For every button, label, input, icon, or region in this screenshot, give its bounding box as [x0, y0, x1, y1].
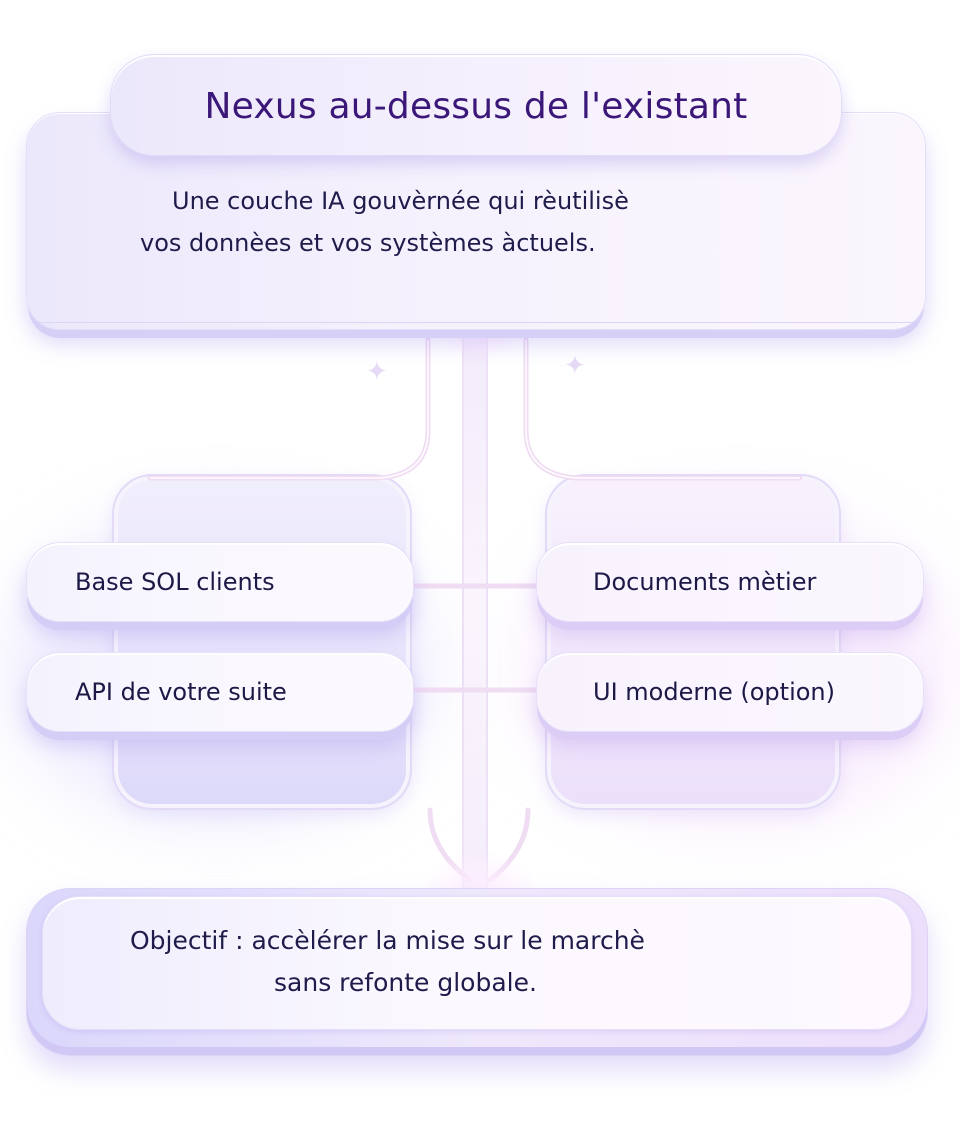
source-pill-sql-clients: Base SOL clients	[26, 542, 414, 622]
source-label: UI moderne (option)	[593, 678, 836, 706]
objective-text: Objectif : accèlérer la mise sur le marc…	[0, 920, 960, 1004]
source-label: API de votre suite	[75, 678, 287, 706]
description-line-2: vos donnèes et vos systèmes àctuels.	[140, 229, 596, 257]
overview-description: Une couche IA gouvèrnée qui rèutilisè vo…	[0, 180, 820, 264]
diagram-title: Nexus au-dessus de l'existant	[204, 85, 748, 127]
source-pill-business-documents: Documents mètier	[536, 542, 924, 622]
central-connector-trunk	[462, 330, 488, 890]
left-group-backplate	[112, 474, 412, 810]
title-pill: Nexus au-dessus de l'existant	[110, 54, 842, 156]
description-line-1: Une couche IA gouvèrnée qui rèutilisè	[172, 187, 629, 215]
right-group-backplate	[545, 474, 841, 810]
source-label: Base SOL clients	[75, 568, 275, 596]
sparkle-icon: ✦	[366, 356, 388, 386]
sparkle-icon: ✦	[564, 350, 586, 380]
source-pill-api-suite: API de votre suite	[26, 652, 414, 732]
objective-line-2: sans refonte globale.	[274, 968, 537, 997]
source-pill-modern-ui: UI moderne (option)	[536, 652, 924, 732]
source-label: Documents mètier	[593, 568, 817, 596]
objective-line-1: Objectif : accèlérer la mise sur le marc…	[130, 926, 645, 955]
objective-card	[42, 896, 912, 1030]
